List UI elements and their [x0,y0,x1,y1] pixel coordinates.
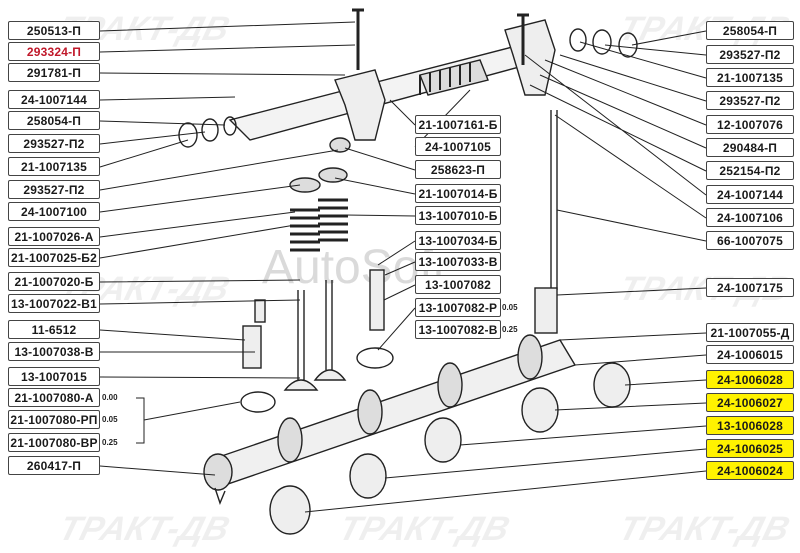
part-label[interactable]: 13-1007015 [8,367,100,386]
part-label[interactable]: 293527-П2 [8,134,100,153]
part-label[interactable]: 258054-П [8,111,100,130]
part-label[interactable]: 24-1006027 [706,393,794,412]
part-label[interactable]: 21-1007135 [8,157,100,176]
size-tag: 0.25 [502,325,518,334]
part-label[interactable]: 13-1006028 [706,416,794,435]
part-label[interactable]: 24-1007144 [706,185,794,204]
part-label[interactable]: 24-1007106 [706,208,794,227]
part-label[interactable]: 293527-П2 [706,45,794,64]
part-label[interactable]: 21-1007026-А [8,227,100,246]
part-label[interactable]: 13-1007010-Б [415,206,501,225]
leader-lines [99,21,707,513]
part-label[interactable]: 24-1006015 [706,345,794,364]
part-label[interactable]: 24-1006024 [706,461,794,480]
part-label[interactable]: 293527-П2 [706,91,794,110]
part-label[interactable]: 12-1007076 [706,115,794,134]
part-label[interactable]: 66-1007075 [706,231,794,250]
part-label[interactable]: 13-1007034-Б [415,231,501,250]
size-tag: 0.05 [102,415,118,424]
part-label[interactable]: 24-1007100 [8,202,100,221]
size-tag: 0.25 [102,438,118,447]
part-label[interactable]: 293527-П2 [8,180,100,199]
part-label[interactable]: 21-1007135 [706,68,794,87]
part-label[interactable]: 24-1006028 [706,370,794,389]
pushrod-tappet [534,110,558,334]
part-label[interactable]: 252154-П2 [706,161,794,180]
part-label[interactable]: 24-1007105 [415,137,501,156]
part-label[interactable]: 24-1007175 [706,278,794,297]
part-label[interactable]: 290484-П [706,138,794,157]
part-label[interactable]: 13-1007038-В [8,342,100,361]
camshaft [203,334,577,505]
part-label[interactable]: 258623-П [415,160,501,179]
part-label[interactable]: 24-1006025 [706,439,794,458]
part-label[interactable]: 13-1007082 [415,275,501,294]
part-label[interactable]: 21-1007020-Б [8,272,100,291]
part-label[interactable]: 13-1007082-Р [415,298,501,317]
size-tag: 0.05 [502,303,518,312]
size-tag: 0.00 [102,393,118,402]
part-label[interactable]: 13-1007033-В [415,252,501,271]
part-label[interactable]: 250513-П [8,21,100,40]
part-label[interactable]: 293324-П [8,42,100,61]
part-label[interactable]: 21-1007014-Б [415,184,501,203]
part-label[interactable]: 21-1007025-Б2 [8,248,100,267]
part-label[interactable]: 13-1007082-В [415,320,501,339]
part-label[interactable]: 258054-П [706,21,794,40]
part-label[interactable]: 291781-П [8,63,100,82]
camshaft-bearings [269,362,631,535]
rocker-shaft-assembly [178,8,638,148]
part-label[interactable]: 13-1007022-В1 [8,294,100,313]
part-label[interactable]: 21-1007161-Б [415,115,501,134]
part-label[interactable]: 11-6512 [8,320,100,339]
part-label[interactable]: 21-1007080-РП [8,410,100,429]
part-label[interactable]: 21-1007080-А [8,388,100,407]
part-label[interactable]: 260417-П [8,456,100,475]
part-label[interactable]: 21-1007080-ВР [8,433,100,452]
part-label[interactable]: 21-1007055-Д [706,323,794,342]
valve-springs [240,137,394,413]
part-label[interactable]: 24-1007144 [8,90,100,109]
